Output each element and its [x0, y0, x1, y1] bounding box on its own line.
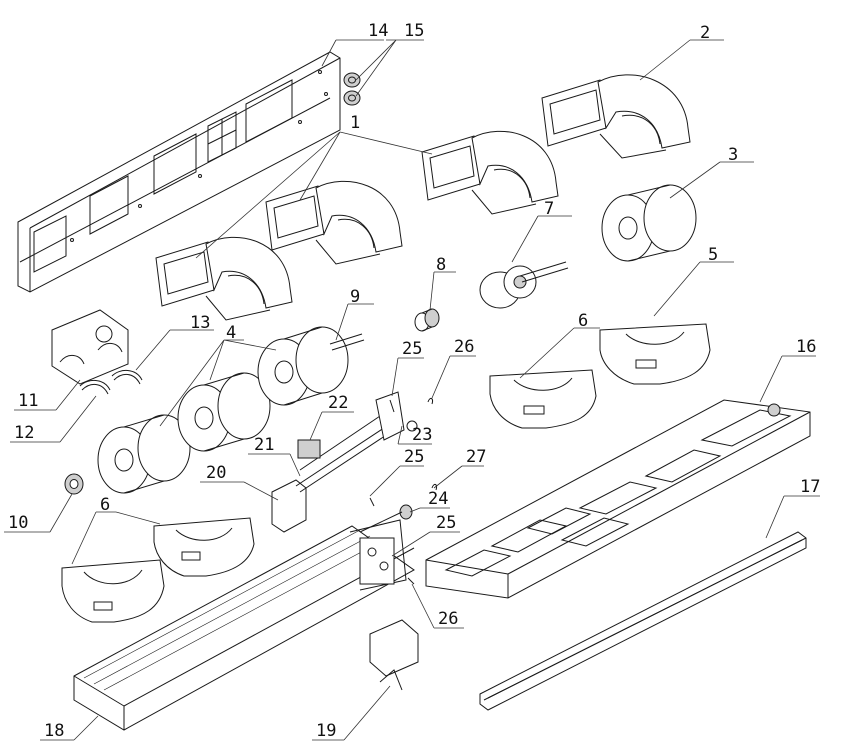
part-12-clip [79, 380, 111, 395]
callout-26-top: 26 [454, 337, 474, 357]
callout-27: 27 [466, 447, 486, 467]
callout-25-low: 25 [436, 513, 456, 533]
part-3-blower-wheel [601, 184, 697, 262]
callout-22: 22 [328, 393, 348, 413]
callout-2: 2 [700, 23, 710, 43]
part-24-fitting [359, 504, 413, 533]
callout-20: 20 [206, 463, 226, 483]
part-6-bearing-cradle-c [61, 559, 165, 623]
callout-18: 18 [44, 721, 64, 741]
part-15-grommets [343, 72, 361, 106]
callout-23: 23 [412, 425, 432, 445]
part-25-26-27-small-parts [359, 397, 437, 585]
part-16-drain-pan [425, 399, 811, 599]
callout-6-upper: 6 [578, 311, 588, 331]
callout-25-mid: 25 [404, 447, 424, 467]
callout-25-top: 25 [402, 339, 422, 359]
part-11-motor-bracket [51, 309, 129, 385]
callout-24: 24 [428, 489, 448, 509]
callout-1: 1 [350, 113, 360, 133]
part-5-bearing-cradle [599, 323, 711, 385]
part-7-motor [479, 261, 569, 309]
part-2-scroll-housing [541, 74, 691, 159]
part-19-bracket [369, 619, 419, 691]
callout-6-lower: 6 [100, 495, 110, 515]
callout-14: 14 [368, 21, 388, 41]
part-14-mounting-panel [17, 51, 341, 293]
callout-5: 5 [708, 245, 718, 265]
part-22-actuator [297, 439, 321, 459]
callout-8: 8 [436, 255, 446, 275]
callout-9: 9 [350, 287, 360, 307]
callout-7: 7 [544, 199, 554, 219]
callout-13: 13 [190, 313, 210, 333]
callout-11: 11 [18, 391, 38, 411]
part-1-scroll-housing-a [155, 236, 293, 321]
callout-10: 10 [8, 513, 28, 533]
callout-12: 12 [14, 423, 34, 443]
callout-17: 17 [800, 477, 820, 497]
part-23-valve [375, 391, 418, 441]
part-17-rail [479, 531, 807, 711]
callout-4: 4 [226, 323, 236, 343]
callout-3: 3 [728, 145, 738, 165]
callout-21: 21 [254, 435, 274, 455]
part-4-blower-wheel-b [177, 372, 271, 452]
part-13-clip [111, 370, 143, 385]
part-4-blower-wheel-a [97, 414, 191, 494]
part-9-blower-wheel-with-shaft [257, 326, 365, 406]
part-10-bearing [64, 473, 84, 495]
callout-19: 19 [316, 721, 336, 741]
part-1-scroll-housing-b [265, 180, 403, 265]
part-1-scroll-housing-c [421, 130, 559, 215]
callout-labels: 1 2 3 4 5 6 6 7 8 9 10 11 12 13 14 15 16… [8, 21, 820, 741]
part-6-bearing-cradle-a [489, 369, 597, 429]
part-20-21-valve-assembly [271, 411, 401, 533]
leader-lines [4, 39, 820, 741]
part-8-coupling [414, 308, 440, 332]
callout-16: 16 [796, 337, 816, 357]
callout-15: 15 [404, 21, 424, 41]
callout-26-low: 26 [438, 609, 458, 629]
part-6-bearing-cradle-b [153, 517, 255, 577]
